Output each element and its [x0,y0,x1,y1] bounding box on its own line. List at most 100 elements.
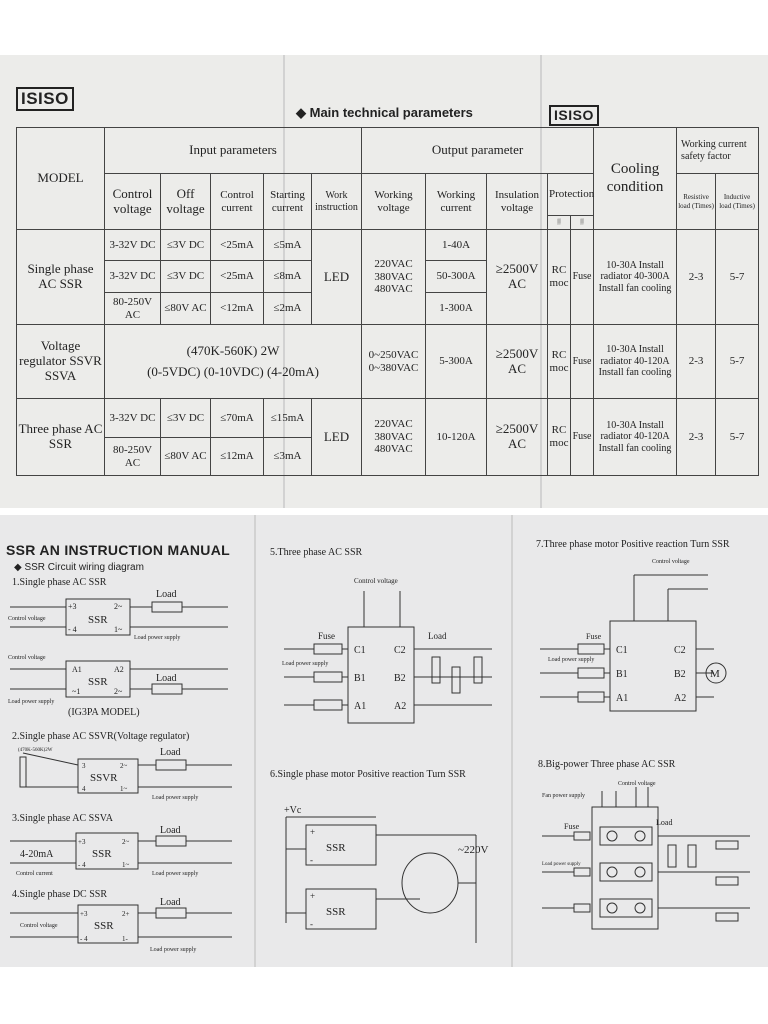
terminal-label: A2 [394,701,406,712]
table-cell: <25mA [210,229,264,261]
working-current-header: Working current [425,173,488,230]
table-cell: 1-40A [425,229,488,261]
table-cell: ≤70mA [210,398,264,438]
control-voltage-label: Control voltage [652,559,690,565]
working-voltage-header: Working voltage [361,173,427,230]
table-cell: 50-300A [425,260,488,293]
resistive-load-header: Resistive load (Times) [676,173,717,230]
table-cell: 1-300A [425,292,488,325]
work-instruction-header: Work instruction [310,173,363,230]
load-supply-label: Load power supply [152,795,198,801]
parameters-title: ◆ Main technical parameters [296,105,473,120]
table-cell: 2-3 [676,324,717,399]
terminal-label: 1~ [114,625,123,634]
table-cell: 10-120A [425,398,488,476]
load-supply-label: Load power supply [8,699,54,705]
protection-fuse-subheader: ▒ [570,215,595,230]
table-cell: 220VAC 380VAC 480VAC [361,398,427,476]
load-label: Load [428,631,447,641]
model-header: MODEL [16,127,105,230]
table-cell: ≥2500V AC [486,229,549,325]
table-cell: ≥2500V AC [486,324,549,399]
load-supply-label: Load power supply [542,862,581,867]
table-cell: 3-32V DC [104,260,161,293]
table-cell: 80-250V AC [104,437,161,476]
cooling-header: Cooling condition [593,127,678,230]
table-cell: 3-32V DC [104,229,161,261]
input-header: Input parameters [103,127,363,174]
diagram-7-three-phase-motor: Control voltage Fuse Load power supply C… [540,559,727,712]
terminal-label: C2 [394,645,406,656]
table-cell: ≤3V DC [160,398,211,438]
table-cell: ≥2500V AC [486,398,549,476]
fuse-label: Fuse [564,822,580,831]
ssr-label: SSR [94,920,114,932]
diagram-8-title: 8.Big-power Three phase AC SSR [538,759,676,770]
table-cell: 0~250VAC 0~380VAC [361,324,427,399]
table-cell: RC moc [547,324,572,399]
diagram-5-title: 5.Three phase AC SSR [270,547,363,558]
load-supply-label: Load power supply [134,635,180,641]
table-cell: 5-7 [715,398,760,476]
terminal-label: 4 [82,785,86,793]
table-cell: 5-7 [715,229,760,325]
terminal-label: 2~ [114,687,123,696]
terminal-label: C1 [354,645,366,656]
terminal-label: A1 [616,693,628,704]
manual-title: SSR AN INSTRUCTION MANUAL [6,542,230,558]
fold-line [511,515,513,967]
terminal-label: +3 [68,602,77,611]
brand-logo-small: ISISO [549,105,599,126]
parameters-sheet: ISISO ISISO ◆ Main technical parameters … [0,55,768,508]
diagram-1-single-phase-ac: Load SSR +3 - 4 2~ 1~ Control voltage Lo… [8,589,228,718]
terminal-label: A2 [674,693,686,704]
table-cell: ≤3V DC [160,229,211,261]
terminal-label: 2+ [122,910,130,918]
terminal-label: +3 [78,838,86,846]
ssr-label: SSR [92,848,112,860]
terminal-label: - [310,919,313,929]
regulator-input-line: (470K-560K) 2W [186,342,280,358]
terminal-label: 1~ [122,861,130,869]
diagram-6-single-phase-motor: +Vc SSR SSR + - + - ~220V [284,805,488,943]
insulation-voltage-header: Insulation voltage [486,173,549,230]
diagram-3-title: 3.Single phase AC SSVA [12,813,113,824]
table-cell: ≤5mA [263,229,312,261]
protection-header: Protection [547,173,594,216]
control-voltage-label: Control voltage [8,616,46,622]
model-three-phase: Three phase AC SSR [16,398,105,476]
table-cell: 2-3 [676,229,717,325]
table-cell: 5-7 [715,324,760,399]
table-cell: Fuse [570,324,595,399]
load-label: Load [160,897,181,908]
table-cell: ≤80V AC [160,292,211,325]
terminal-label: - 4 [78,861,86,869]
ac-voltage-label: ~220V [458,844,488,856]
terminal-label: + [310,827,315,837]
off-voltage-header: Off voltage [160,173,211,230]
control-voltage-label: Control voltage [20,923,58,929]
diagram-2-ssvr: (470K-560K)2W Load SSVR 3 2~ 4 1~ Load p… [18,747,232,801]
vc-label: +Vc [284,805,302,816]
table-cell: ≤8mA [263,260,312,293]
motor-label: M [710,668,720,680]
load-supply-label: Load power supply [150,947,196,953]
terminal-label: + [310,891,315,901]
terminal-label: 3 [82,762,86,770]
load-label: Load [156,589,177,600]
table-cell: Fuse [570,229,595,325]
terminal-label: B2 [394,673,406,684]
ssr-label: SSR [326,906,346,918]
ssr-label: SSR [88,676,108,688]
table-cell: 5-300A [425,324,488,399]
diagram-3-ssva: Load SSR +3 2~ - 4 1~ 4-20mA Control cur… [10,825,232,877]
regulator-input: (470K-560K) 2W (0-5VDC) (0-10VDC) (4-20m… [103,324,363,399]
ssr-label: SSR [88,614,108,626]
table-cell: 10-30A Install radiator 40-120A Install … [593,398,678,476]
terminal-label: +3 [80,910,88,918]
model-single-phase: Single phase AC SSR [16,229,105,325]
safety-factor-header: Working current safety factor [676,127,760,174]
fan-supply-label: Fan power supply [542,793,585,799]
diagram-4-title: 4.Single phase DC SSR [12,889,108,900]
table-cell: ≤3V DC [160,260,211,293]
